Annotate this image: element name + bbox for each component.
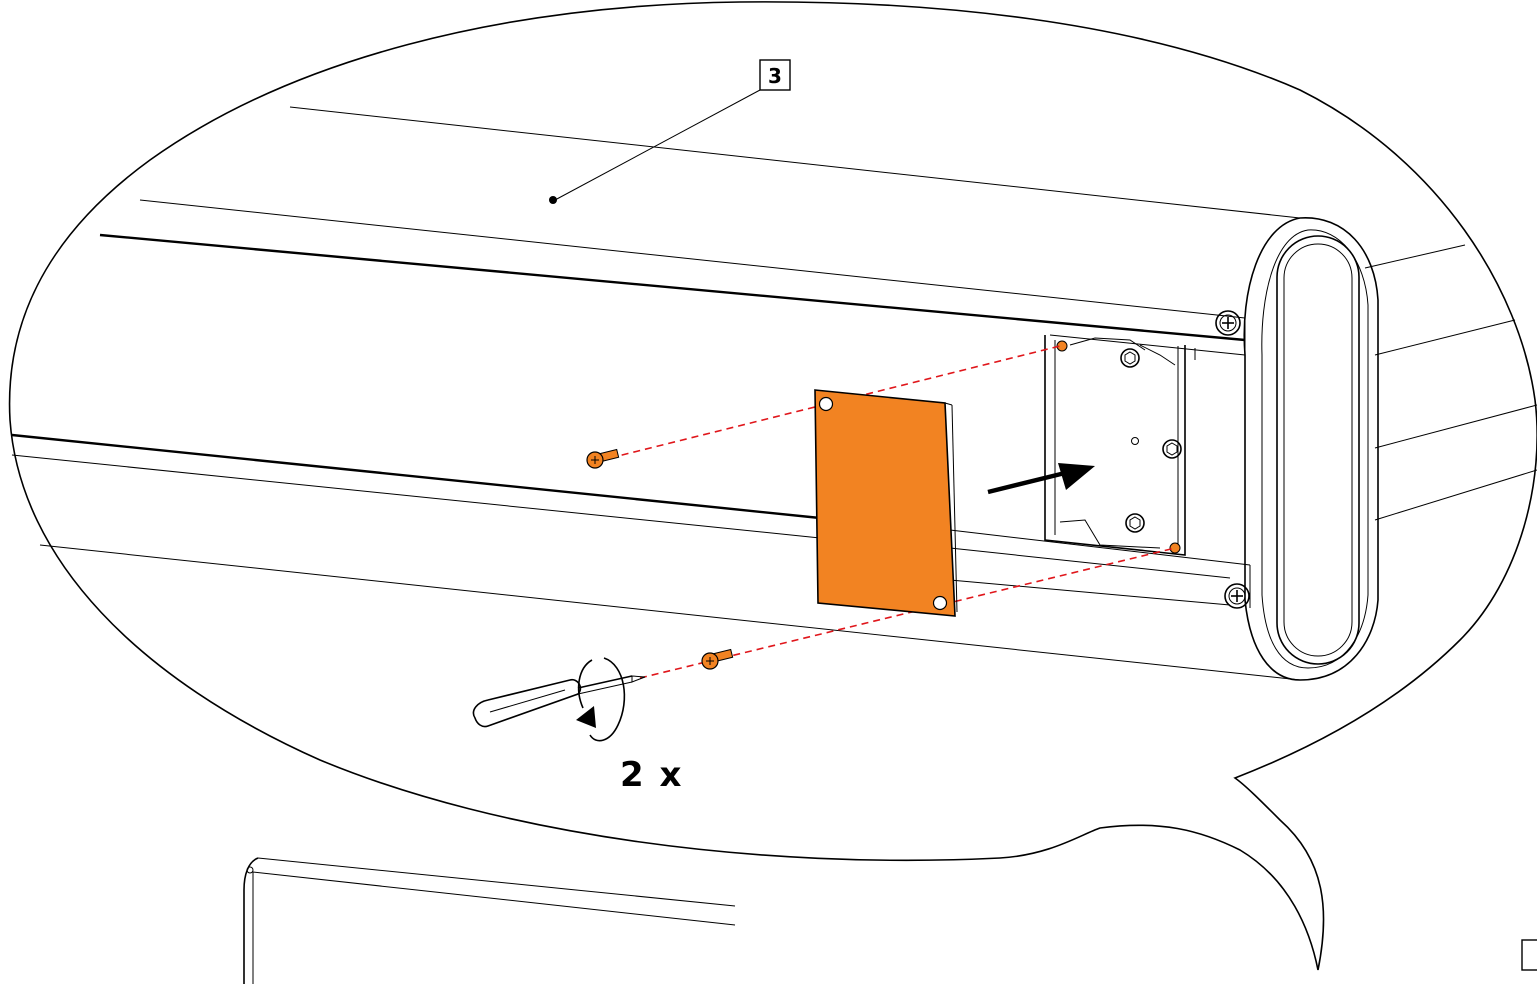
part-number-label: 3 (768, 64, 782, 88)
screw-icon (1224, 583, 1250, 609)
quantity-label: 2 x (620, 755, 683, 795)
mounting-bracket (1044, 335, 1196, 556)
rotate-counterclockwise-icon (576, 657, 626, 742)
part-number-callout: 3 (549, 59, 791, 204)
screw-icon (701, 648, 734, 670)
step-number-box (1521, 939, 1537, 971)
rail-beam (11, 106, 1537, 681)
zoom-callout-outline (8, 1, 1537, 971)
lower-rail (243, 857, 736, 984)
hex-bolt-icon (1162, 439, 1182, 459)
hex-bolt-icon (1125, 513, 1145, 533)
screwdriver-icon (472, 675, 646, 728)
hex-bolt-icon (1120, 348, 1140, 368)
screw-icon (1215, 310, 1241, 336)
cover-plate (814, 389, 958, 617)
arrow-right-icon (987, 463, 1095, 495)
end-cap (1243, 217, 1379, 681)
screw-icon (586, 448, 620, 469)
